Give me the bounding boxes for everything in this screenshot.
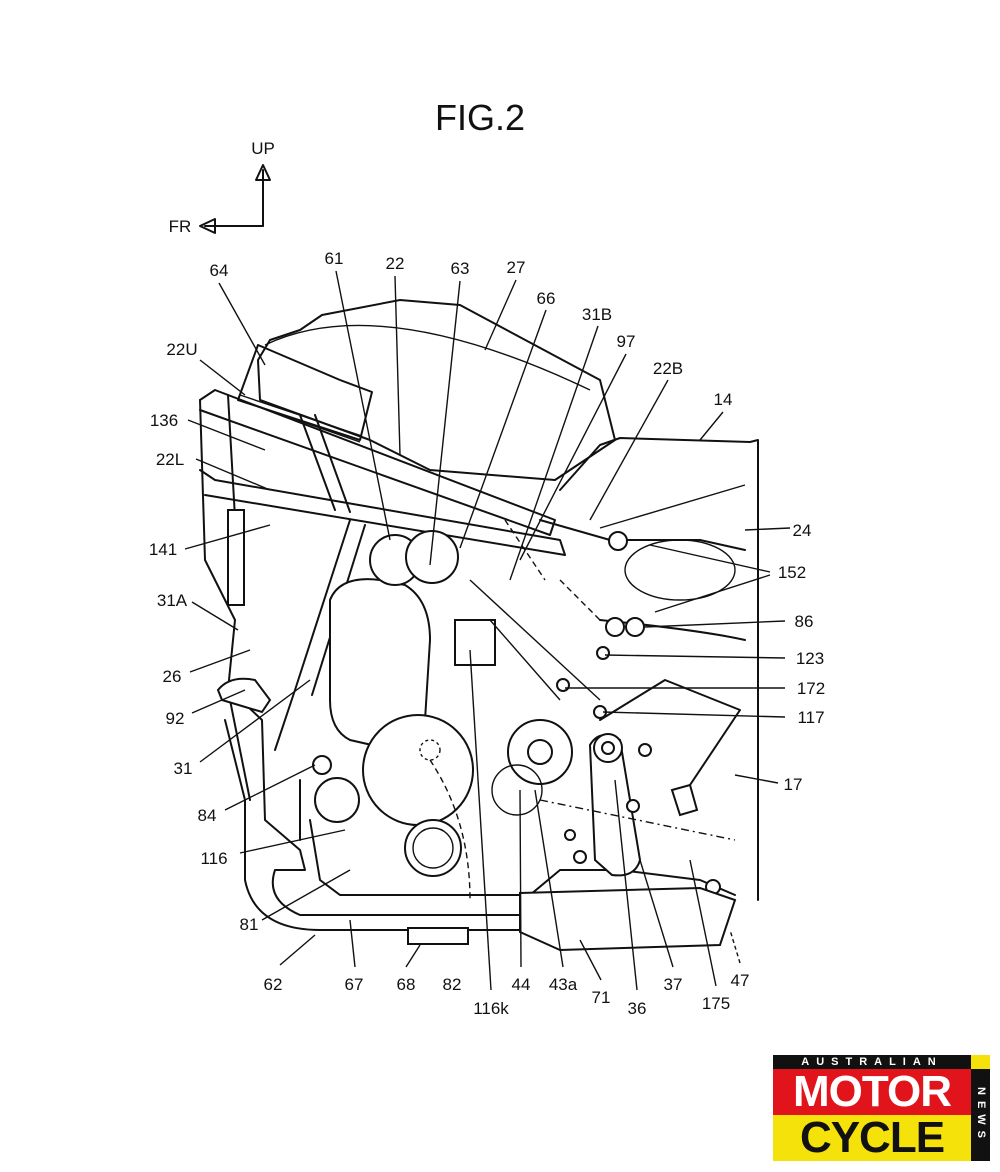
label-175: 175 — [702, 994, 730, 1013]
label-37: 37 — [664, 975, 683, 994]
label-31a: 31A — [157, 591, 188, 610]
logo-top-text: AUSTRALIAN — [773, 1055, 971, 1069]
label-17: 17 — [784, 775, 803, 794]
label-up: UP — [251, 139, 275, 158]
label-61: 61 — [325, 249, 344, 268]
label-22u: 22U — [166, 340, 197, 359]
figure-title: FIG.2 — [435, 97, 525, 138]
logo-news-text: NEWS — [971, 1069, 990, 1161]
label-64: 64 — [210, 261, 229, 280]
label-116: 116 — [200, 849, 227, 868]
label-66: 66 — [537, 289, 556, 308]
direction-arrows-icon — [199, 164, 271, 234]
label-71: 71 — [592, 988, 611, 1007]
label-22l: 22L — [156, 450, 184, 469]
label-92: 92 — [166, 709, 185, 728]
label-27: 27 — [507, 258, 526, 277]
label-136: 136 — [150, 411, 178, 430]
label-front: FR — [169, 217, 192, 236]
label-68: 68 — [397, 975, 416, 994]
logo-motor-text: MOTOR — [773, 1069, 971, 1115]
label-86: 86 — [795, 612, 814, 631]
label-44: 44 — [512, 975, 531, 994]
label-31b: 31B — [582, 305, 612, 324]
logo-cycle-text: CYCLE — [773, 1115, 971, 1161]
engine-frame-drawing — [199, 299, 759, 952]
label-141: 141 — [149, 540, 177, 559]
label-84: 84 — [198, 806, 217, 825]
label-24: 24 — [793, 521, 812, 540]
label-36: 36 — [628, 999, 647, 1018]
label-172: 172 — [797, 679, 825, 698]
label-31: 31 — [174, 759, 193, 778]
label-14: 14 — [714, 390, 733, 409]
leader-lines — [184, 270, 791, 991]
label-43a: 43a — [549, 975, 578, 994]
label-123: 123 — [796, 649, 824, 668]
label-97: 97 — [617, 332, 636, 351]
label-152: 152 — [778, 563, 806, 582]
label-22b: 22B — [653, 359, 683, 378]
label-82: 82 — [443, 975, 462, 994]
label-81: 81 — [240, 915, 259, 934]
label-47: 47 — [731, 971, 750, 990]
label-22: 22 — [386, 254, 405, 273]
label-67: 67 — [345, 975, 364, 994]
label-62: 62 — [264, 975, 283, 994]
label-26: 26 — [163, 667, 182, 686]
reference-labels: 64 61 22 63 27 66 31B 97 22B 14 22U 136 … — [149, 249, 825, 1018]
motorcycle-news-logo: AUSTRALIAN MOTOR CYCLE NEWS — [773, 1055, 990, 1161]
label-63: 63 — [451, 259, 470, 278]
label-117: 117 — [797, 708, 824, 727]
label-116k: 116k — [473, 999, 509, 1018]
